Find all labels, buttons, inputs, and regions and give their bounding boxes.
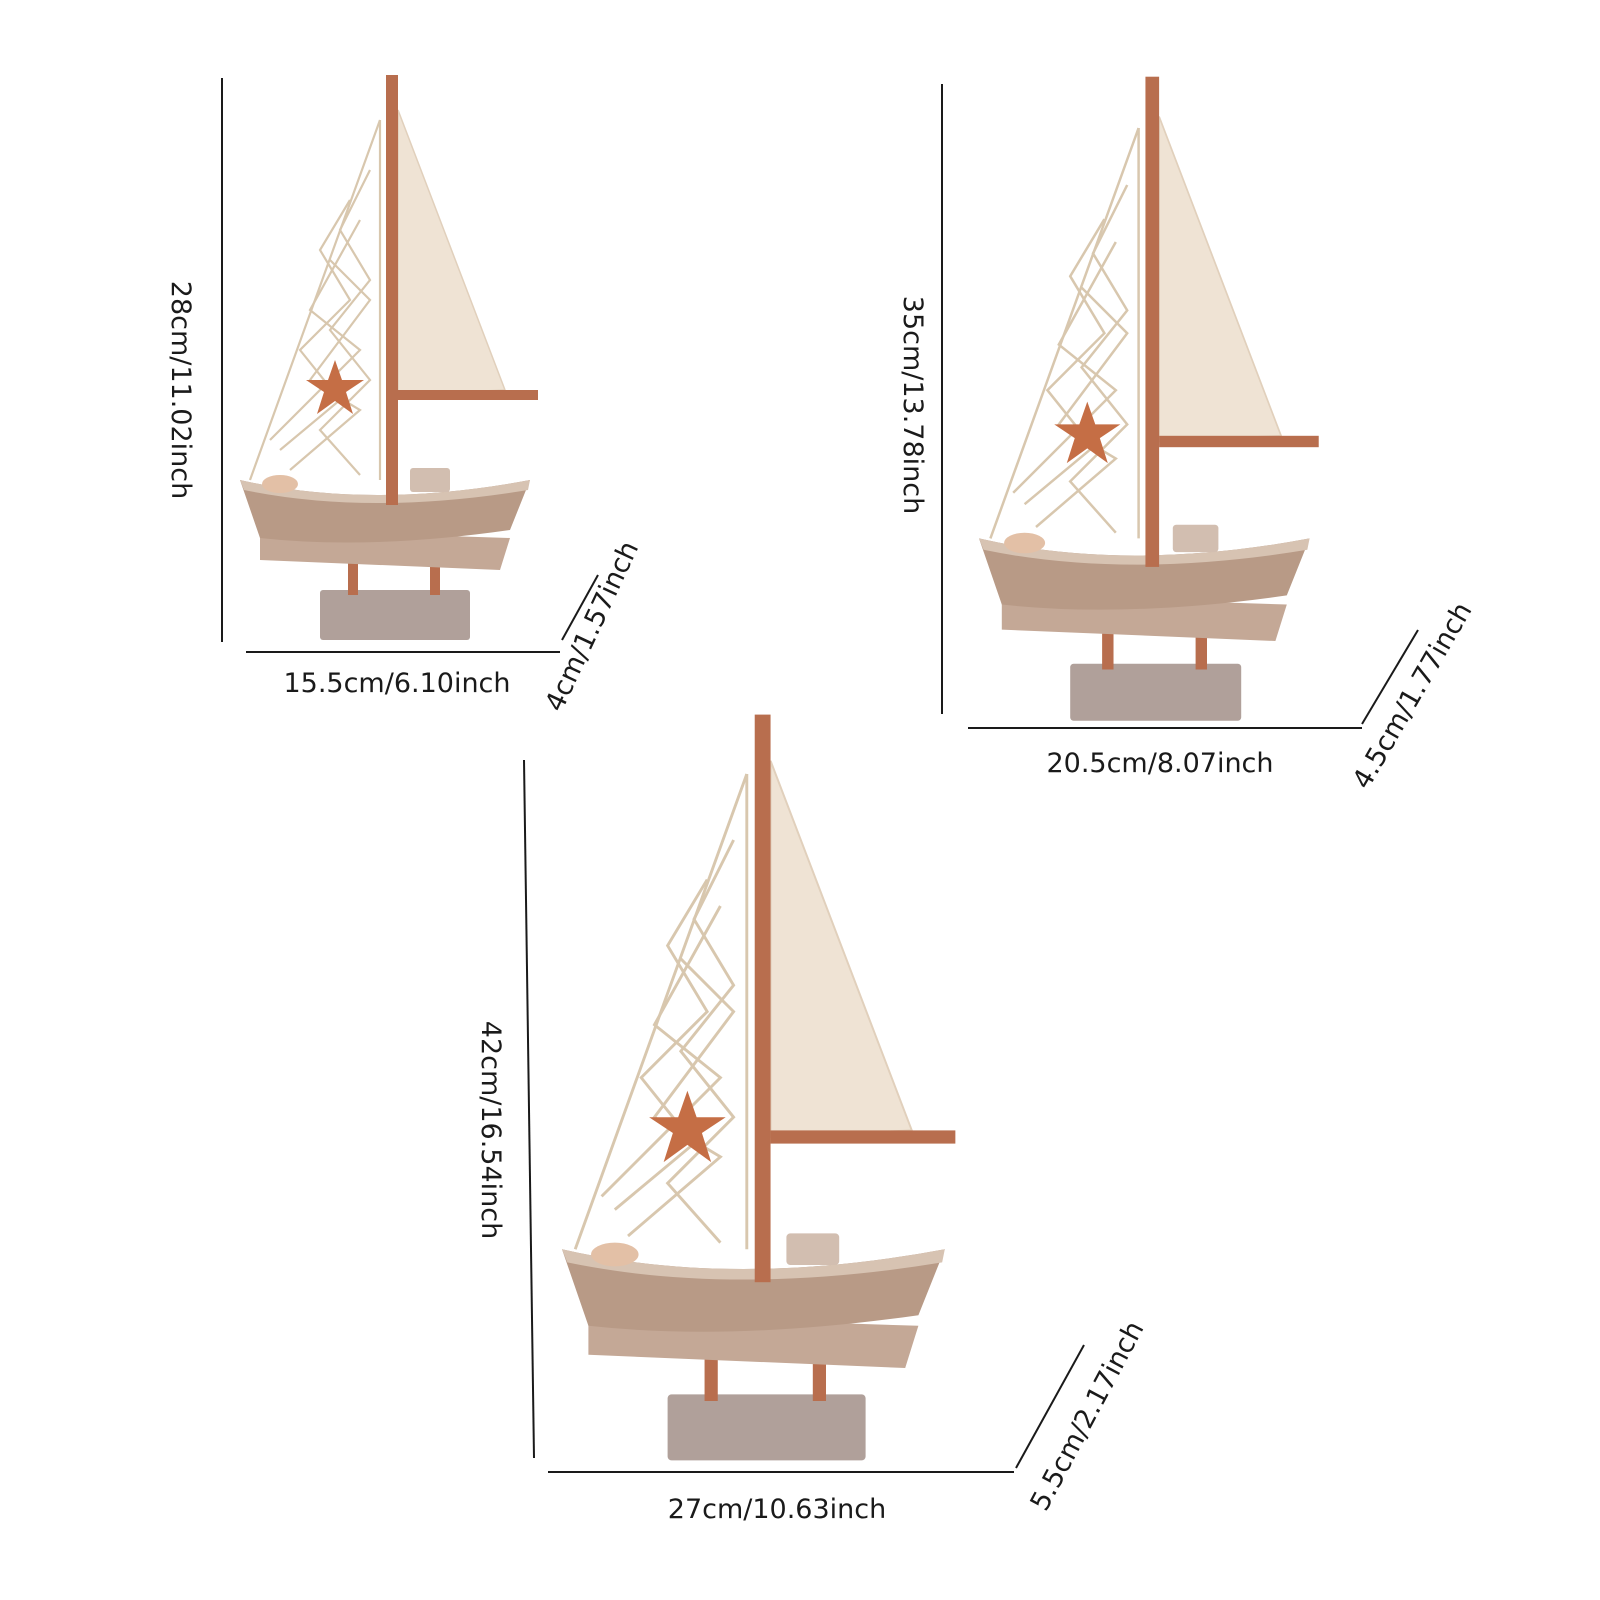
height-label-large: 42cm/16.54inch	[475, 1021, 506, 1239]
width-label-small: 15.5cm/6.10inch	[283, 668, 510, 699]
depth-label-large: 5.5cm/2.17inch	[1025, 1316, 1151, 1516]
width-label-medium: 20.5cm/8.07inch	[1046, 748, 1273, 779]
depth-label-small: 4cm/1.57inch	[539, 536, 645, 716]
sailboat-large	[560, 713, 957, 1462]
sailboat-medium	[977, 75, 1320, 723]
width-label-large: 27cm/10.63inch	[668, 1494, 886, 1525]
sailboat-small	[238, 73, 540, 642]
height-label-small: 28cm/11.02inch	[165, 281, 196, 499]
height-label-medium: 35cm/13.78inch	[897, 296, 928, 514]
depth-label-medium: 4.5cm/1.77inch	[1347, 597, 1479, 794]
